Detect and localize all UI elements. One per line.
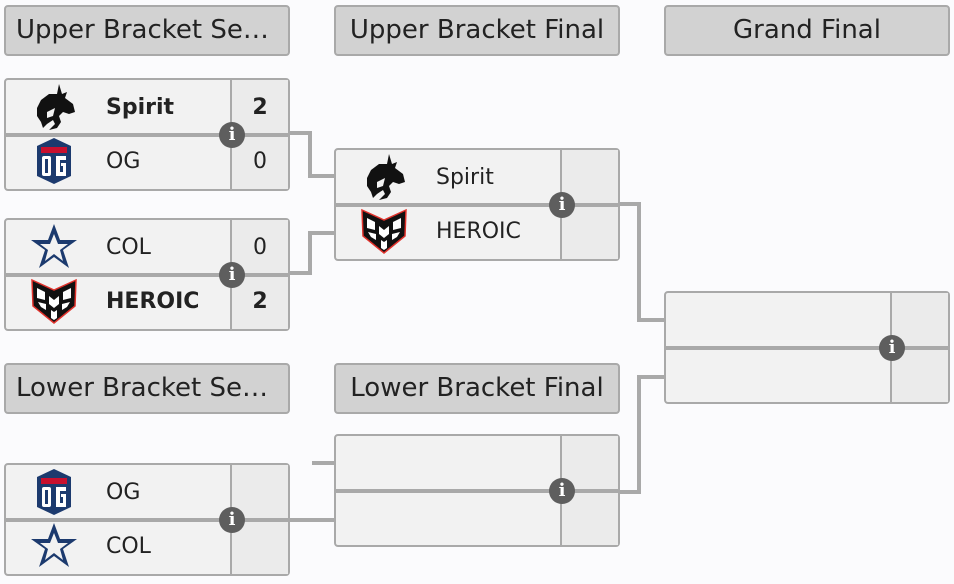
- col-logo-icon: [28, 521, 80, 571]
- info-icon[interactable]: i: [549, 478, 575, 504]
- team-score: 2: [252, 289, 268, 314]
- connector-line: [308, 231, 312, 275]
- team-name: HEROIC: [106, 289, 200, 314]
- team-name: HEROIC: [436, 219, 521, 244]
- connector-line: [308, 131, 312, 178]
- team-row[interactable]: [336, 436, 618, 491]
- team-name: Spirit: [106, 95, 175, 120]
- round-header-lower-semifinals: Lower Bracket Semifinals: [4, 363, 290, 414]
- team-row[interactable]: OG 0: [6, 134, 288, 189]
- team-score: 2: [252, 95, 268, 120]
- connector-line: [637, 318, 666, 322]
- row-divider: [336, 488, 618, 493]
- team-row[interactable]: Spirit: [336, 150, 618, 205]
- round-header-upper-semifinals: Upper Bracket Semifinals: [4, 5, 290, 56]
- connector-line: [618, 490, 641, 494]
- og-logo-icon: [28, 136, 80, 186]
- team-score: 0: [253, 235, 267, 260]
- info-icon[interactable]: i: [549, 192, 575, 218]
- connector-line: [288, 518, 336, 522]
- connector-line: [637, 202, 641, 322]
- row-divider: [6, 272, 288, 277]
- team-row[interactable]: [336, 490, 618, 545]
- col-logo-icon: [28, 222, 80, 272]
- row-divider: [6, 517, 288, 522]
- info-icon[interactable]: i: [219, 507, 245, 533]
- connector-line: [288, 271, 312, 275]
- team-row[interactable]: COL 0: [6, 220, 288, 275]
- match-grand-final[interactable]: i: [664, 291, 950, 404]
- match-lower-final[interactable]: i: [334, 434, 620, 547]
- spirit-logo-icon: [358, 152, 410, 202]
- team-row[interactable]: OG: [6, 465, 288, 520]
- connector-line: [637, 375, 641, 494]
- team-name: OG: [106, 149, 141, 174]
- connector-line: [288, 131, 310, 135]
- round-header-upper-final: Upper Bracket Final: [334, 5, 620, 56]
- team-name: Spirit: [436, 165, 494, 190]
- connector-line: [312, 461, 336, 465]
- og-logo-icon: [28, 467, 80, 517]
- heroic-logo-icon: [28, 276, 80, 326]
- connector-line: [618, 202, 640, 206]
- info-icon[interactable]: i: [219, 262, 245, 288]
- team-row[interactable]: HEROIC: [336, 204, 618, 259]
- team-row[interactable]: HEROIC 2: [6, 274, 288, 329]
- round-header-lower-final: Lower Bracket Final: [334, 363, 620, 414]
- match-upper-semifinal-1[interactable]: Spirit 2 OG 0 i: [4, 78, 290, 191]
- round-header-grand-final: Grand Final: [664, 5, 950, 56]
- spirit-logo-icon: [28, 82, 80, 132]
- team-name: COL: [106, 235, 151, 260]
- connector-line: [637, 375, 666, 379]
- team-score: 0: [253, 149, 267, 174]
- row-divider: [336, 202, 618, 207]
- match-upper-final[interactable]: Spirit HEROIC i: [334, 148, 620, 261]
- team-row[interactable]: COL: [6, 519, 288, 574]
- connector-line: [308, 231, 336, 235]
- row-divider: [6, 132, 288, 137]
- team-row[interactable]: [666, 347, 948, 402]
- connector-line: [308, 174, 336, 178]
- match-upper-semifinal-2[interactable]: COL 0 HEROIC 2 i: [4, 218, 290, 331]
- row-divider: [666, 345, 948, 350]
- team-name: OG: [106, 480, 141, 505]
- team-row[interactable]: Spirit 2: [6, 80, 288, 135]
- heroic-logo-icon: [358, 206, 410, 256]
- info-icon[interactable]: i: [219, 122, 245, 148]
- match-lower-semifinal[interactable]: OG COL i: [4, 463, 290, 576]
- team-row[interactable]: [666, 293, 948, 348]
- team-name: COL: [106, 534, 151, 559]
- info-icon[interactable]: i: [879, 335, 905, 361]
